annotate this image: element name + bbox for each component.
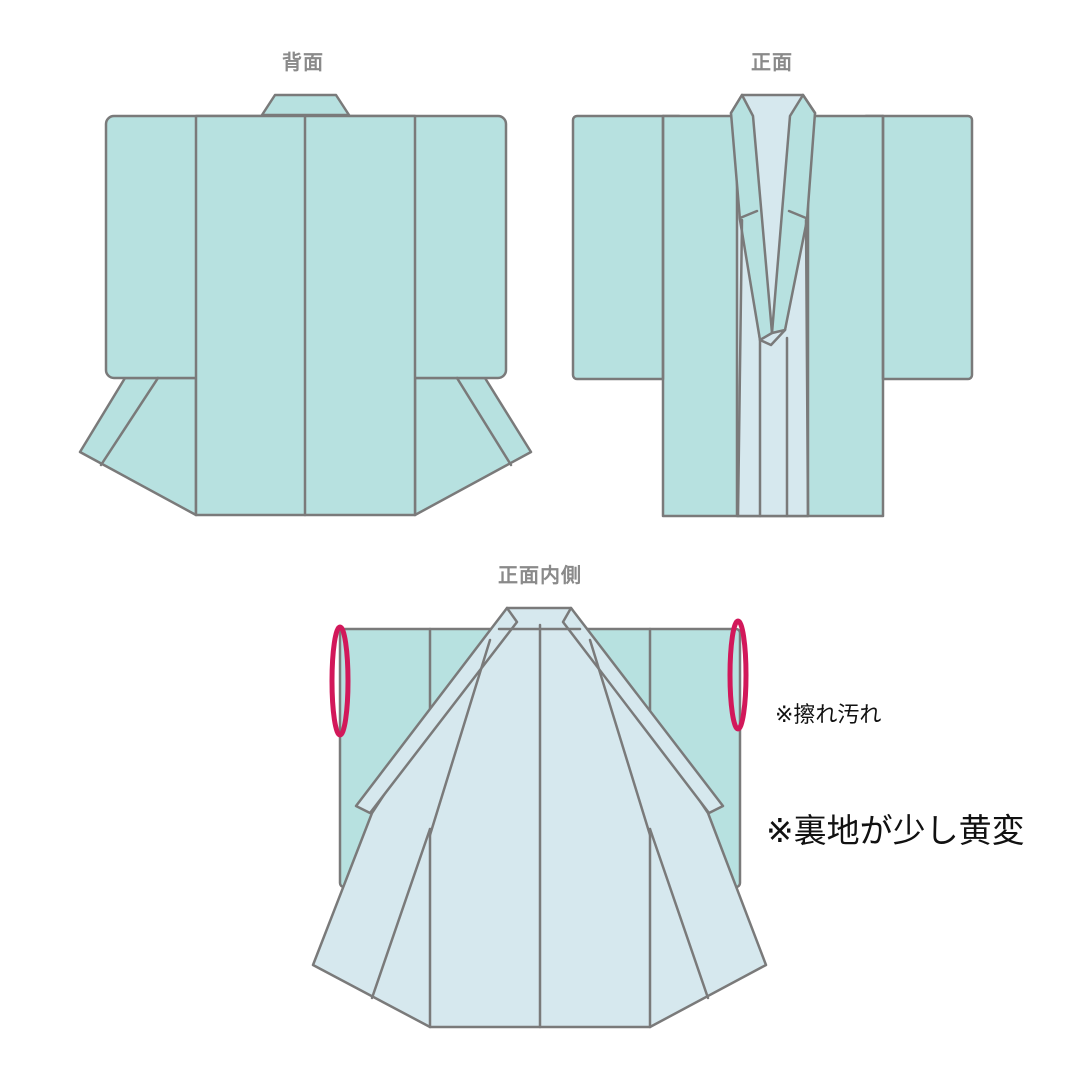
inner-left-gore-line [370,827,432,1000]
inner-right-gore-line [648,827,710,1000]
left-sleeve-stain-marker [329,624,351,738]
inner-right-drape [588,638,652,837]
front-left-collar-mark [738,209,759,220]
right-sleeve-stain-marker [727,618,749,732]
front-view-kimono [571,93,974,518]
front-inner-view-kimono [311,606,768,1029]
front-right-overlap-line [804,218,810,518]
inner-right-collar-band [561,606,725,815]
front-right-collar-mark [787,209,808,220]
back-left-lower-panel [78,376,198,517]
front-left-overlap-line [736,218,744,518]
back-right-lower-panel [413,376,533,517]
lining-yellowing-note: ※裏地が少し黄変 [766,811,1025,850]
back-view-label: 背面 [282,50,324,74]
back-collar [260,93,351,117]
back-right-gore-line [455,376,513,467]
back-left-gore-line [99,376,160,467]
front-inner-view-label: 正面内側 [498,563,582,587]
inner-left-collar-band [354,606,519,815]
front-view-label: 正面 [751,50,793,74]
back-view-kimono [78,93,533,517]
inner-left-drape [428,638,492,837]
wear-stain-note: ※擦れ汚れ [775,703,882,728]
